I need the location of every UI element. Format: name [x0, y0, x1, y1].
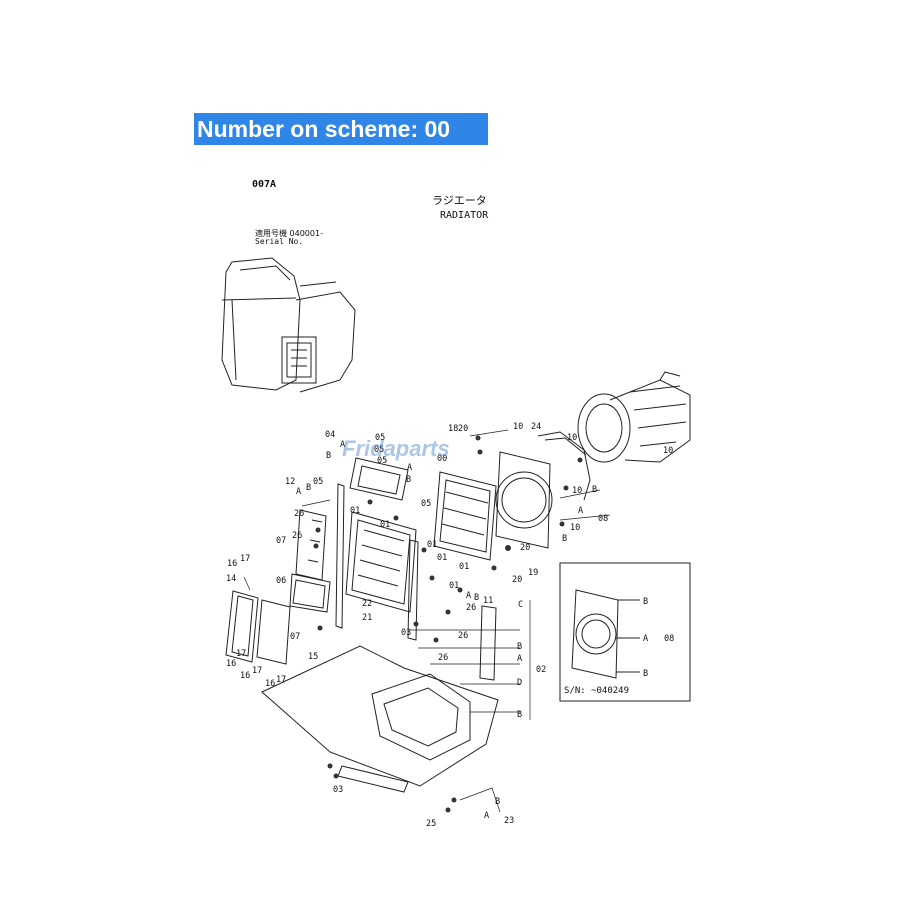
callout-24: 24: [531, 422, 541, 432]
machine-overview-drawing: [221, 257, 356, 393]
callout-20: 20: [512, 575, 522, 585]
callout-07: 07: [290, 632, 300, 642]
callout-B: B: [592, 485, 597, 495]
callout-B: B: [306, 483, 311, 493]
callout-08: 08: [664, 634, 674, 644]
callout-01: 01: [449, 581, 459, 591]
callout-23: 23: [504, 816, 514, 826]
callout-16: 16: [226, 659, 236, 669]
callout-18: 18: [448, 424, 458, 434]
callout-B: B: [326, 451, 331, 461]
seal-strip: [479, 605, 497, 681]
callout-B: B: [643, 597, 648, 607]
callout-D: D: [517, 678, 522, 688]
top-bracket: [349, 457, 409, 501]
callout-14: 14: [226, 574, 236, 584]
callout-B: B: [517, 710, 522, 720]
callout-26: 26: [294, 509, 304, 519]
callout-19: 19: [528, 568, 538, 578]
callout-06: 06: [276, 576, 286, 586]
callout-10: 10: [570, 523, 580, 533]
callout-B: B: [474, 593, 479, 603]
callout-15: 15: [308, 652, 318, 662]
callout-16: 16: [240, 671, 250, 681]
callout-17: 17: [276, 675, 286, 685]
callout-26: 26: [458, 631, 468, 641]
callout-03: 03: [401, 628, 411, 638]
serial-range-japanese: 適用号機 040001-: [255, 229, 323, 238]
title-japanese: ラジエータ: [432, 194, 487, 207]
watermark-logo: Fridaparts: [342, 436, 450, 461]
callout-10: 10: [513, 422, 523, 432]
inset-box: [559, 562, 691, 702]
leader-lines: [243, 429, 611, 813]
callout-04: 04: [325, 430, 335, 440]
callout-12: 12: [285, 477, 295, 487]
callout-07: 07: [276, 536, 286, 546]
side-panel-group: [225, 509, 331, 665]
callout-C: C: [518, 600, 523, 610]
callout-17: 17: [252, 666, 262, 676]
inset-serial-note: S/N: ~040249: [564, 686, 630, 696]
callout-26: 26: [292, 531, 302, 541]
callout-11: 11: [483, 596, 493, 606]
callout-05: 05: [375, 433, 385, 443]
callout-01: 01: [380, 520, 390, 530]
callout-10: 10: [572, 486, 582, 496]
callout-16: 16: [265, 679, 275, 689]
bolt-markers: [313, 435, 583, 813]
callout-05: 05: [374, 445, 384, 455]
callout-02: 02: [536, 665, 546, 675]
callout-01: 01: [350, 506, 360, 516]
callout-21: 21: [362, 613, 372, 623]
callout-26: 26: [438, 653, 448, 663]
callout-05: 05: [421, 499, 431, 509]
callout-B: B: [517, 642, 522, 652]
callout-17: 17: [240, 554, 250, 564]
callout-10: 10: [663, 446, 673, 456]
engine-drawing: [577, 371, 691, 463]
callout-01: 01: [459, 562, 469, 572]
callout-20: 20: [458, 424, 468, 434]
callout-B: B: [643, 669, 648, 679]
callout-05: 05: [377, 456, 387, 466]
callout-00: 00: [437, 454, 447, 464]
title-english: RADIATOR: [440, 210, 489, 221]
callout-labels: 04 A B 05 05 05 A B 05 12 A B 26 26 07 0…: [226, 422, 674, 829]
callout-25: 25: [426, 819, 436, 829]
callout-20: 20: [520, 543, 530, 553]
callout-A: A: [643, 634, 648, 644]
callout-A: A: [484, 811, 489, 821]
callout-01: 01: [437, 553, 447, 563]
scheme-number-banner: Number on scheme: 00: [194, 113, 488, 145]
callout-08: 08: [598, 514, 608, 524]
callout-16: 16: [227, 559, 237, 569]
serial-label: Serial No.: [255, 237, 304, 246]
diagram-code: 007A: [252, 179, 277, 190]
callout-05: 05: [313, 477, 323, 487]
callout-A: A: [466, 591, 471, 601]
callout-10: 10: [567, 433, 577, 443]
callout-A: A: [340, 440, 345, 450]
floor-plate: [261, 645, 499, 793]
callout-A: A: [407, 463, 412, 473]
callout-B: B: [495, 797, 500, 807]
callout-A: A: [296, 487, 301, 497]
callout-01: 01: [427, 540, 437, 550]
callout-26: 26: [466, 603, 476, 613]
callout-A: A: [517, 654, 522, 664]
radiator-core: [335, 471, 497, 641]
callout-B: B: [406, 475, 411, 485]
callout-B: B: [562, 534, 567, 544]
callout-17: 17: [236, 649, 246, 659]
callout-22: 22: [362, 599, 372, 609]
callout-A: A: [578, 506, 583, 516]
callout-03: 03: [333, 785, 343, 795]
